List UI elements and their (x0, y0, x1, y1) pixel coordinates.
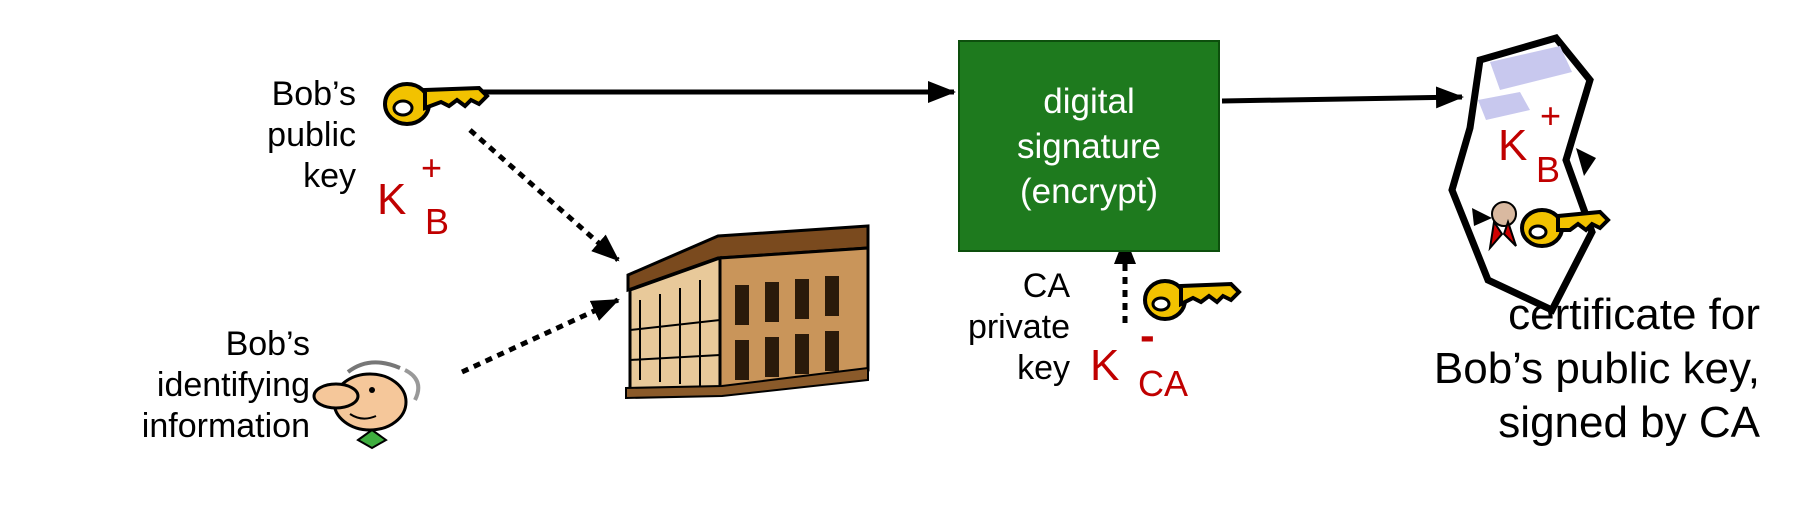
signature-line: digital (1043, 81, 1135, 121)
label-line: Bob’s (225, 325, 310, 363)
signature-line: (encrypt) (1019, 171, 1159, 211)
key-symbol-base: K (1498, 121, 1528, 170)
key-icon (1143, 279, 1242, 321)
label-line: Bob’s (271, 75, 356, 113)
arrow-info-to-ca (460, 297, 620, 375)
bank-building-icon (625, 224, 870, 400)
key-symbol-base: K (1090, 341, 1120, 390)
person-face-icon (312, 360, 421, 450)
key-symbol-subscript: B (425, 201, 450, 242)
key-symbol-subscript: CA (1138, 363, 1189, 404)
label-line: key (1017, 349, 1070, 387)
certificate-scroll-icon (1448, 33, 1611, 315)
label-line: CA (1022, 267, 1070, 305)
caption-line: signed by CA (1498, 398, 1760, 447)
label-line: identifying (156, 366, 310, 404)
certificate-caption: certificate for Bob’s public key, signed… (1290, 288, 1760, 450)
key-symbol-superscript: - (1140, 311, 1155, 360)
key-symbol-superscript: + (421, 147, 443, 188)
label-line: private (967, 308, 1070, 346)
key-symbol-base: K (377, 175, 407, 224)
bob-public-key-label: Bob’s public key (220, 74, 356, 197)
signature-line: signature (1017, 126, 1161, 166)
caption-line: certificate for (1508, 290, 1760, 339)
key-icon (383, 82, 490, 126)
label-line: key (303, 157, 356, 195)
key-symbol-superscript: + (1540, 95, 1562, 136)
digital-signature-box: digital signature (encrypt) (958, 40, 1220, 252)
caption-line: Bob’s public key, (1433, 344, 1760, 393)
ca-private-key-label: CA private key (930, 266, 1070, 389)
arrow-key-to-ca (468, 128, 620, 262)
key-symbol-subscript: B (1536, 149, 1561, 190)
arrow-signature-to-certificate (1221, 86, 1464, 109)
bob-info-label: Bob’s identifying information (60, 324, 310, 447)
label-line: public (267, 116, 356, 154)
label-line: information (141, 407, 310, 445)
